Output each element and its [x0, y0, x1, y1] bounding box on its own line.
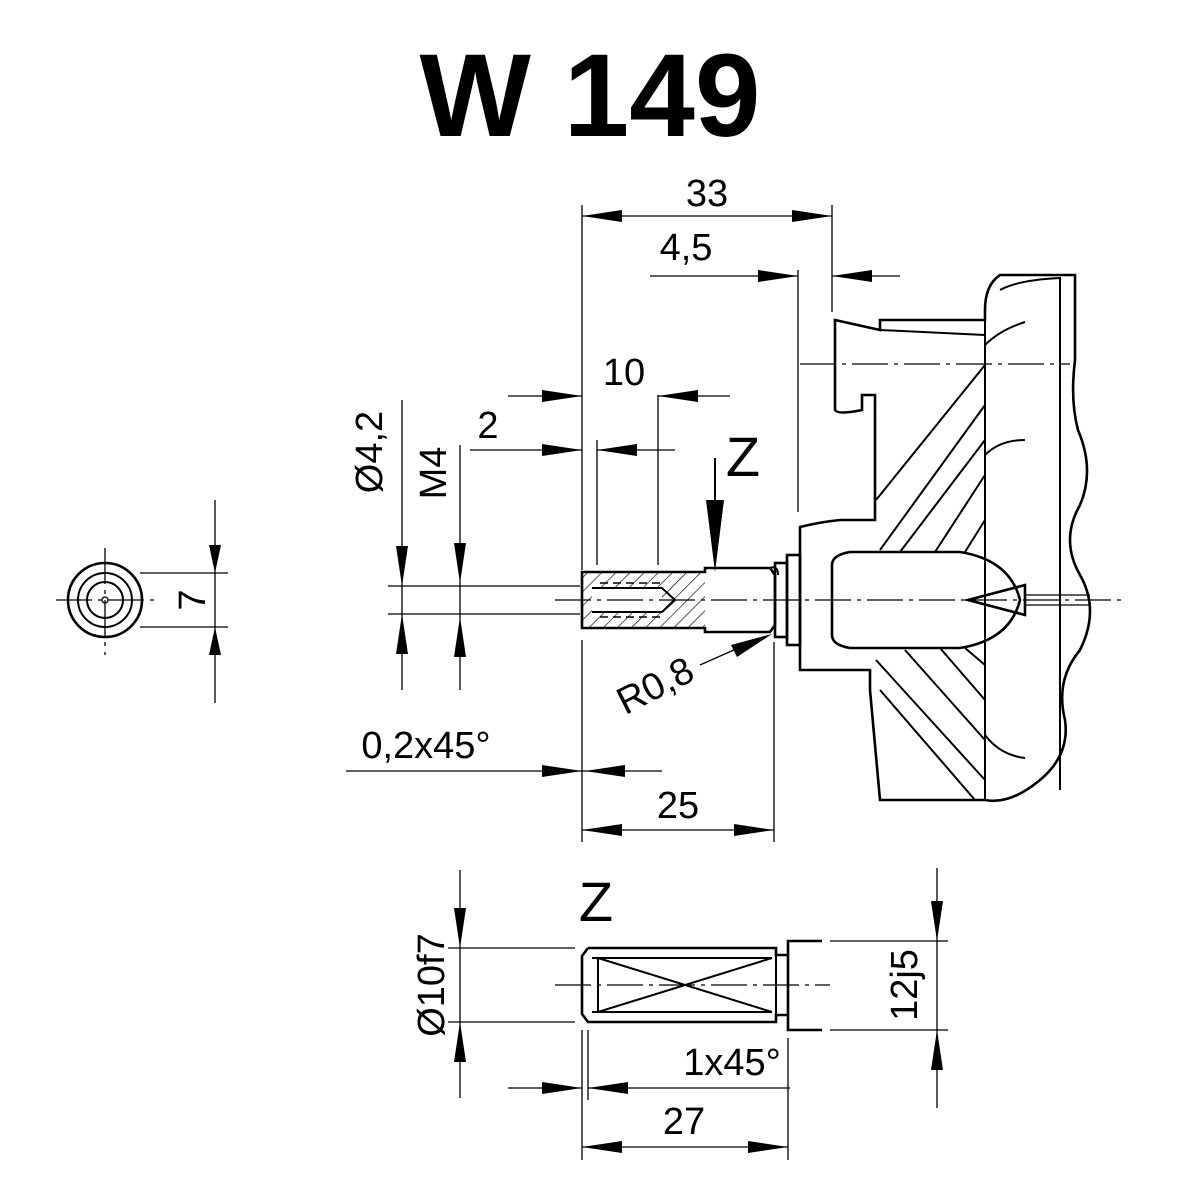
dim-25: 25 [657, 785, 699, 827]
dim-chamfer-1: 1x45° [683, 1042, 781, 1084]
motor-housing [798, 273, 1092, 803]
dim-12j5: 12j5 [884, 949, 926, 1021]
dim-33: 33 [686, 173, 728, 215]
end-view: 7 [56, 500, 228, 703]
dim-10: 10 [603, 352, 645, 394]
dim-chamfer-0-2: 0,2x45° [361, 725, 490, 767]
dim-m4: M4 [413, 447, 455, 500]
drawing-title: W 149 [419, 30, 760, 162]
detail-z-label: Z [579, 870, 613, 933]
dim-dia-4-2: Ø4,2 [349, 411, 391, 493]
dim-2: 2 [477, 405, 498, 447]
shaft [555, 553, 1125, 647]
detail-view-z: Z Ø10f7 12j5 1x45° [411, 868, 948, 1160]
dim-7: 7 [172, 589, 214, 610]
dim-4-5: 4,5 [660, 227, 713, 269]
view-z-label: Z [726, 425, 760, 488]
dim-dia-10f7: Ø10f7 [411, 933, 453, 1037]
dimensions-main: 33 4,5 10 2 Ø4,2 M4 Z [346, 173, 900, 842]
dim-r0-8: R0,8 [610, 649, 701, 723]
dim-27: 27 [663, 1101, 705, 1143]
